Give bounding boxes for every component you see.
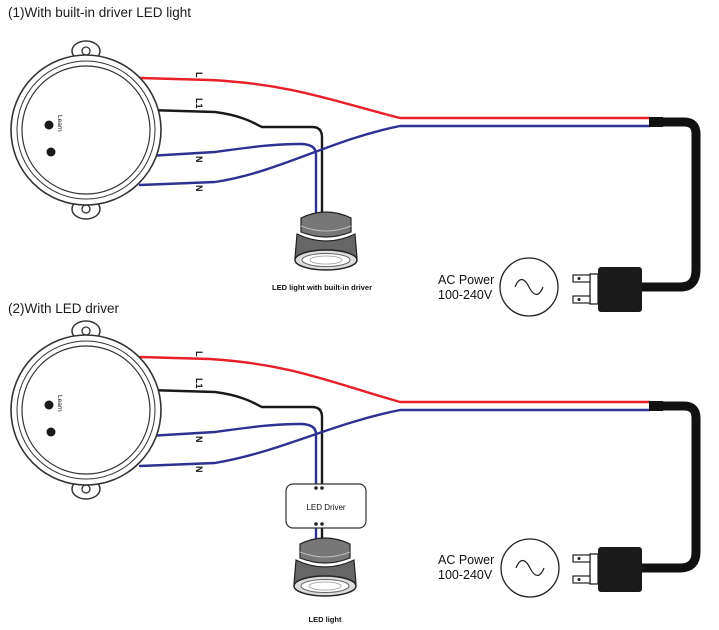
led-spotlight-icon <box>293 537 357 597</box>
ac-sine-source-icon <box>499 257 559 317</box>
live-wire <box>138 76 652 120</box>
lamp-label: LED light <box>309 615 342 624</box>
power-label: AC Power <box>438 553 494 567</box>
voltage-label: 100-240V <box>438 288 493 302</box>
load-wire <box>146 388 324 488</box>
power-plug-icon <box>572 267 642 312</box>
learn-label: Learn <box>56 395 63 412</box>
wire-label-n: N <box>194 185 204 192</box>
power-cable <box>641 117 701 292</box>
sensor-module: Learn <box>10 320 162 500</box>
wires <box>138 76 652 216</box>
neutral-wire-lamp <box>146 142 318 216</box>
learn-button[interactable] <box>44 400 54 410</box>
power-cable <box>641 401 701 573</box>
section-title: (2)With LED driver <box>8 301 120 316</box>
voltage-label: 100-240V <box>438 568 493 582</box>
indicator-led <box>46 147 56 157</box>
wire-label-n: N <box>194 156 204 163</box>
power-label: AC Power <box>438 273 494 287</box>
wires <box>138 355 652 543</box>
live-wire <box>138 355 652 404</box>
power-plug-icon <box>572 547 642 592</box>
wire-label-l1: L1 <box>194 378 204 389</box>
led-driver-box: LED Driver <box>285 483 367 529</box>
learn-label: Learn <box>56 115 63 132</box>
section-with-driver: (2)With LED driver L L1 N N Learn <box>8 301 701 624</box>
section-built-in-driver: (1)With built-in driver LED light L L1 N… <box>8 5 701 317</box>
neutral-wire-source <box>138 124 652 187</box>
sensor-module: Learn <box>10 40 162 220</box>
wire-label-n: N <box>194 466 204 473</box>
wire-label-n: N <box>194 436 204 443</box>
wire-label-l: L <box>194 72 204 78</box>
learn-button[interactable] <box>44 120 54 130</box>
driver-label: LED Driver <box>306 503 345 512</box>
lamp-label: LED light with built-in driver <box>272 283 372 292</box>
section-title: (1)With built-in driver LED light <box>8 5 191 20</box>
neutral-wire-driver <box>146 422 318 488</box>
wire-label-l1: L1 <box>194 98 204 109</box>
wire-label-l: L <box>194 351 204 357</box>
led-spotlight-icon <box>294 211 358 271</box>
indicator-led <box>46 427 56 437</box>
load-wire <box>146 108 324 216</box>
neutral-wire-source <box>138 408 652 468</box>
ac-sine-source-icon <box>500 538 560 598</box>
